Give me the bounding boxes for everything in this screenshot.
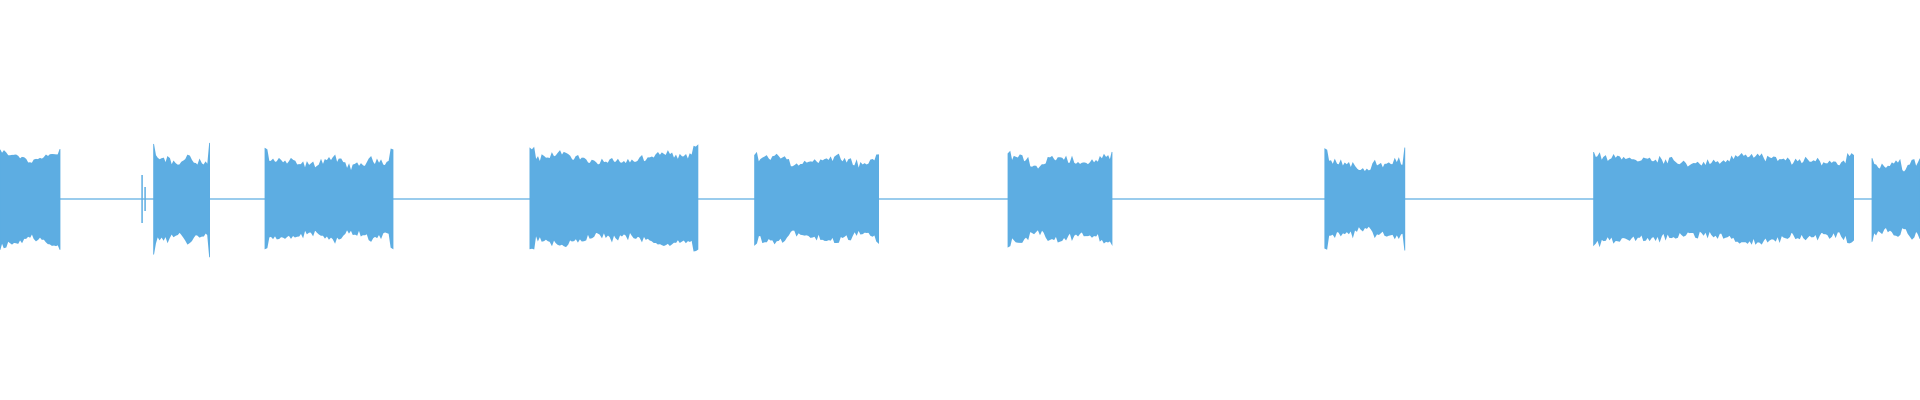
waveform-segment-6 bbox=[1007, 150, 1113, 248]
waveform-segment-5 bbox=[754, 151, 879, 246]
waveform-segment-7 bbox=[1324, 147, 1406, 251]
waveform-segment-3 bbox=[264, 147, 394, 250]
waveform-segment-2 bbox=[153, 142, 210, 258]
waveform-segment-8 bbox=[1593, 151, 1854, 248]
waveform-transient-1 bbox=[141, 175, 146, 223]
waveform-segment-4 bbox=[529, 144, 699, 252]
waveform-segment-1 bbox=[0, 148, 61, 250]
waveform-segment-9 bbox=[1871, 158, 1920, 242]
